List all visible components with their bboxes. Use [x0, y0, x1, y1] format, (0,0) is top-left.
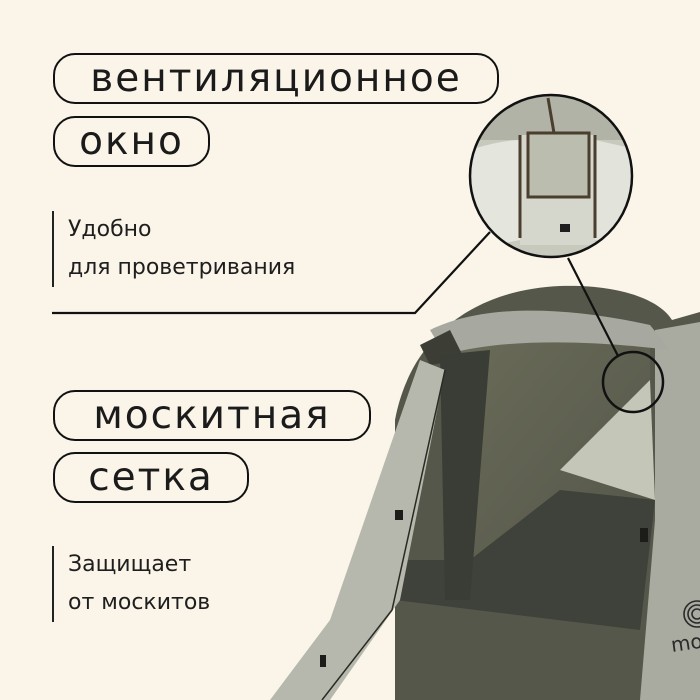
feature-title-ventilation-line1: вентиляционное	[53, 53, 499, 104]
description-line: от москитов	[68, 590, 211, 615]
description-line: Защищает	[68, 552, 192, 577]
magnifier-vent-window	[470, 95, 632, 257]
feature-description-ventilation: Удобно для проветривания	[52, 211, 295, 287]
leader-line-left	[52, 231, 491, 315]
description-line: Удобно	[68, 217, 152, 242]
tent-body	[270, 285, 700, 700]
brand-fingerprint-icon	[683, 600, 700, 628]
feature-title-mosquito-line2: сетка	[53, 452, 249, 503]
feature-title-mosquito-line1: москитная	[53, 390, 371, 441]
leader-line-magnifier	[567, 257, 619, 357]
feature-description-mosquito: Защищает от москитов	[52, 546, 210, 622]
description-line: для проветривания	[68, 255, 296, 280]
brand-text: mo	[669, 629, 700, 657]
feature-title-ventilation-line2: окно	[53, 116, 210, 167]
highlight-circle	[601, 350, 665, 414]
